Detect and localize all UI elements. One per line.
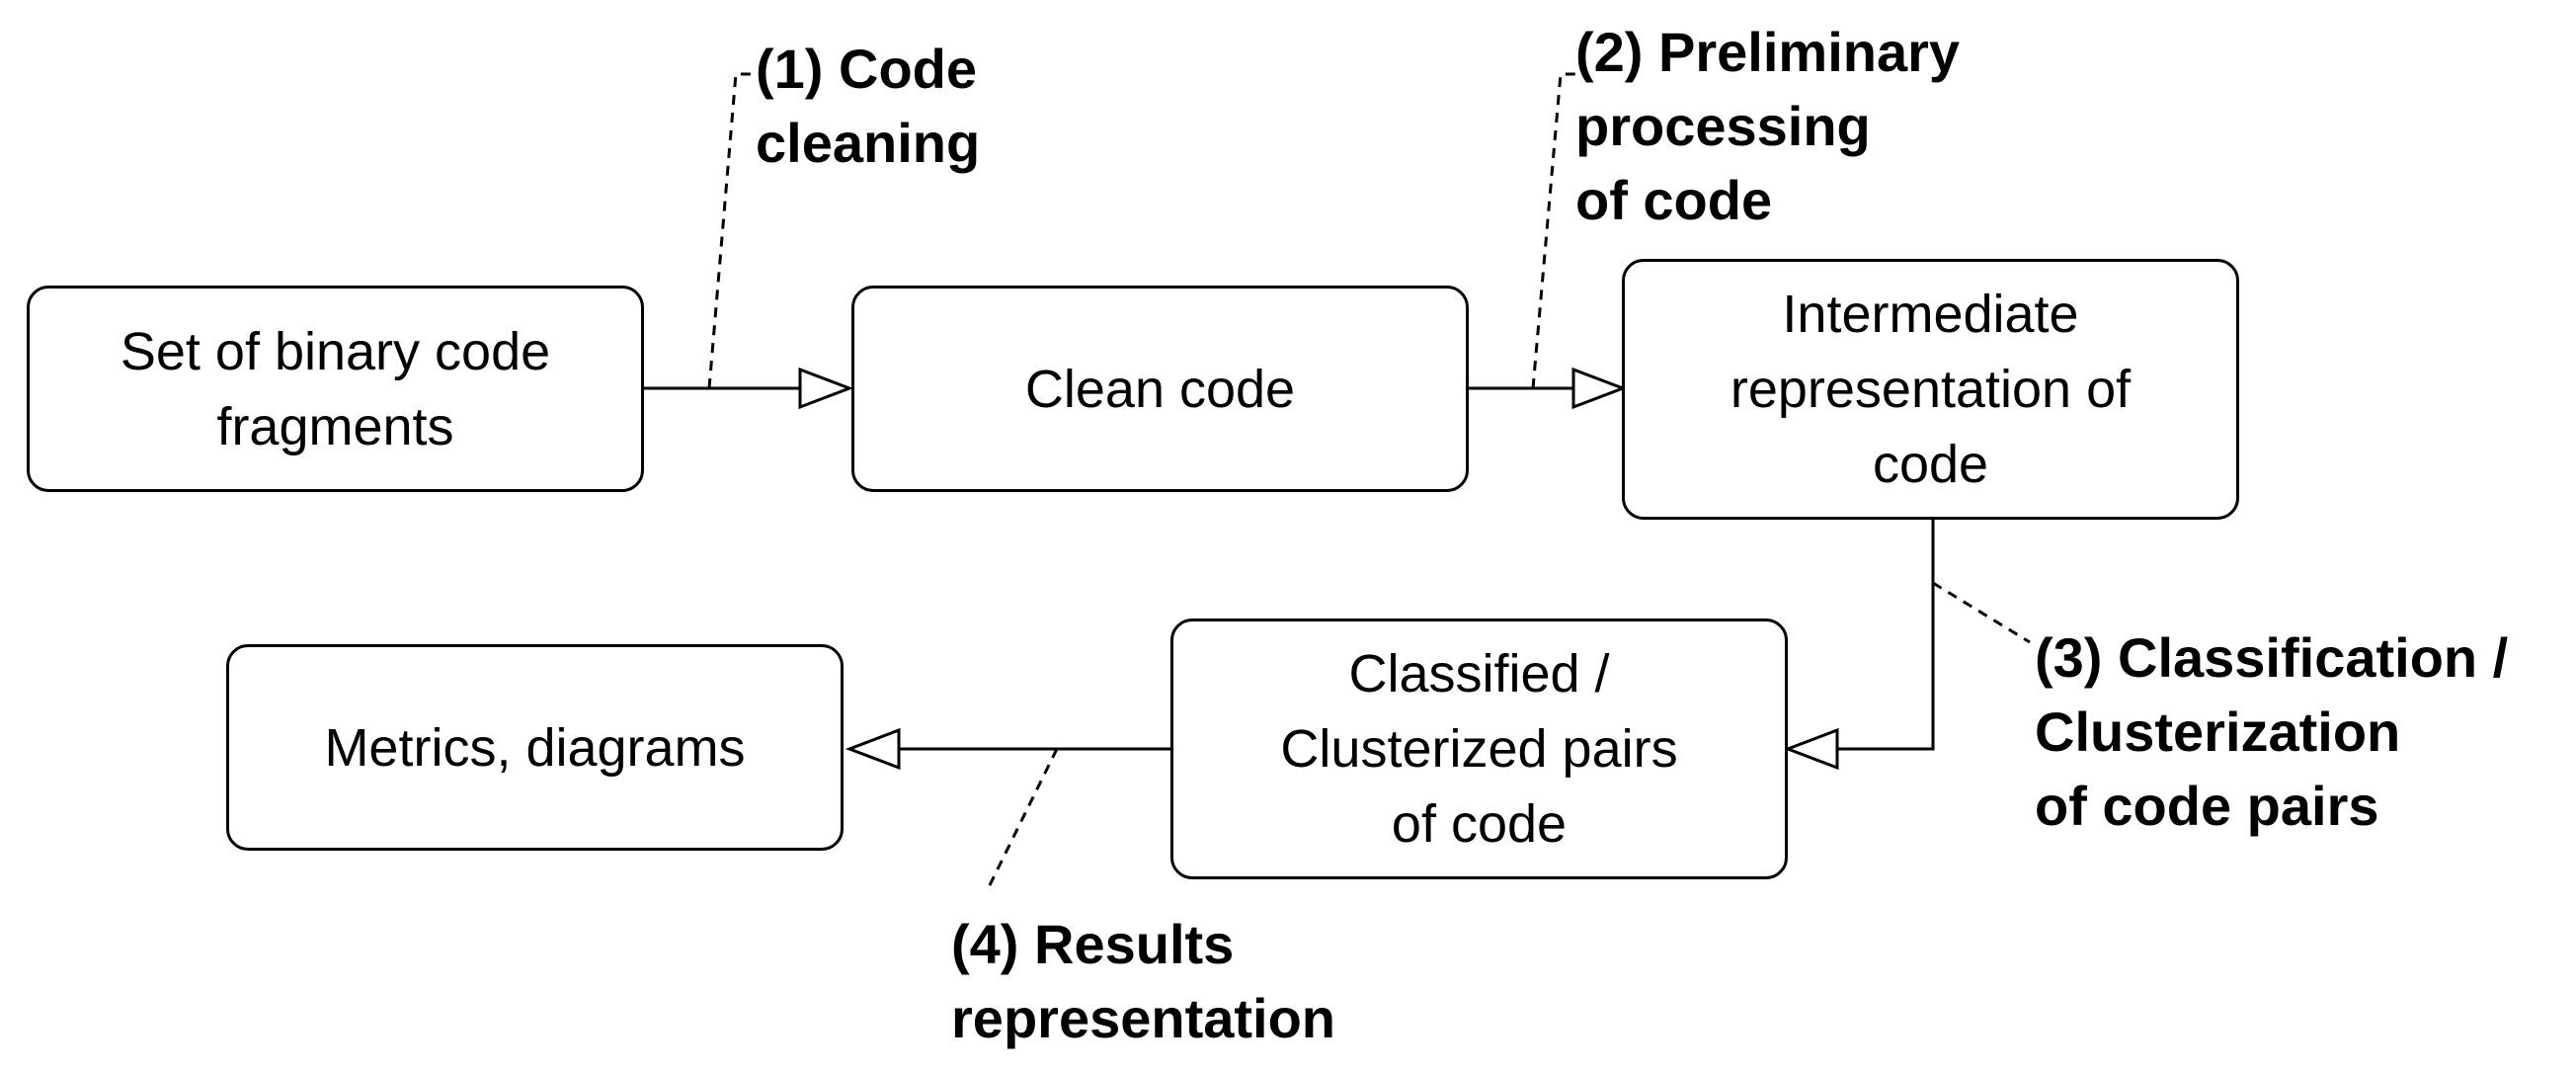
label-step1-code-cleaning: (1) Code cleaning [756,38,981,174]
arrowhead-metrics [845,727,901,771]
node-clean-code: Clean code [851,286,1469,492]
arrowhead-intermediate [1571,367,1628,410]
label-step2-preliminary-processing: (2) Preliminary processing of code [1575,21,1961,231]
edge-intermediate-to-classified [1837,519,1935,751]
label-step4-results-representation: (4) Results representation [951,913,1335,1049]
node-intermediate-representation: Intermediate representation of code [1622,259,2239,520]
node-classified-clusterized-pairs: Classified / Clusterized pairs of code [1170,618,1788,879]
arrowhead-classified [1783,727,1839,771]
leader-step1 [707,72,759,389]
leader-step3 [1932,581,2031,644]
leader-step4 [986,748,1059,890]
arrowhead-clean [798,367,854,410]
node-set-of-binary-code-fragments: Set of binary code fragments [27,286,644,492]
node-metrics-diagrams: Metrics, diagrams [226,644,844,851]
leader-step2 [1531,72,1577,389]
label-step3-classification-clusterization: (3) Classification / Clusterization of c… [2035,626,2509,837]
